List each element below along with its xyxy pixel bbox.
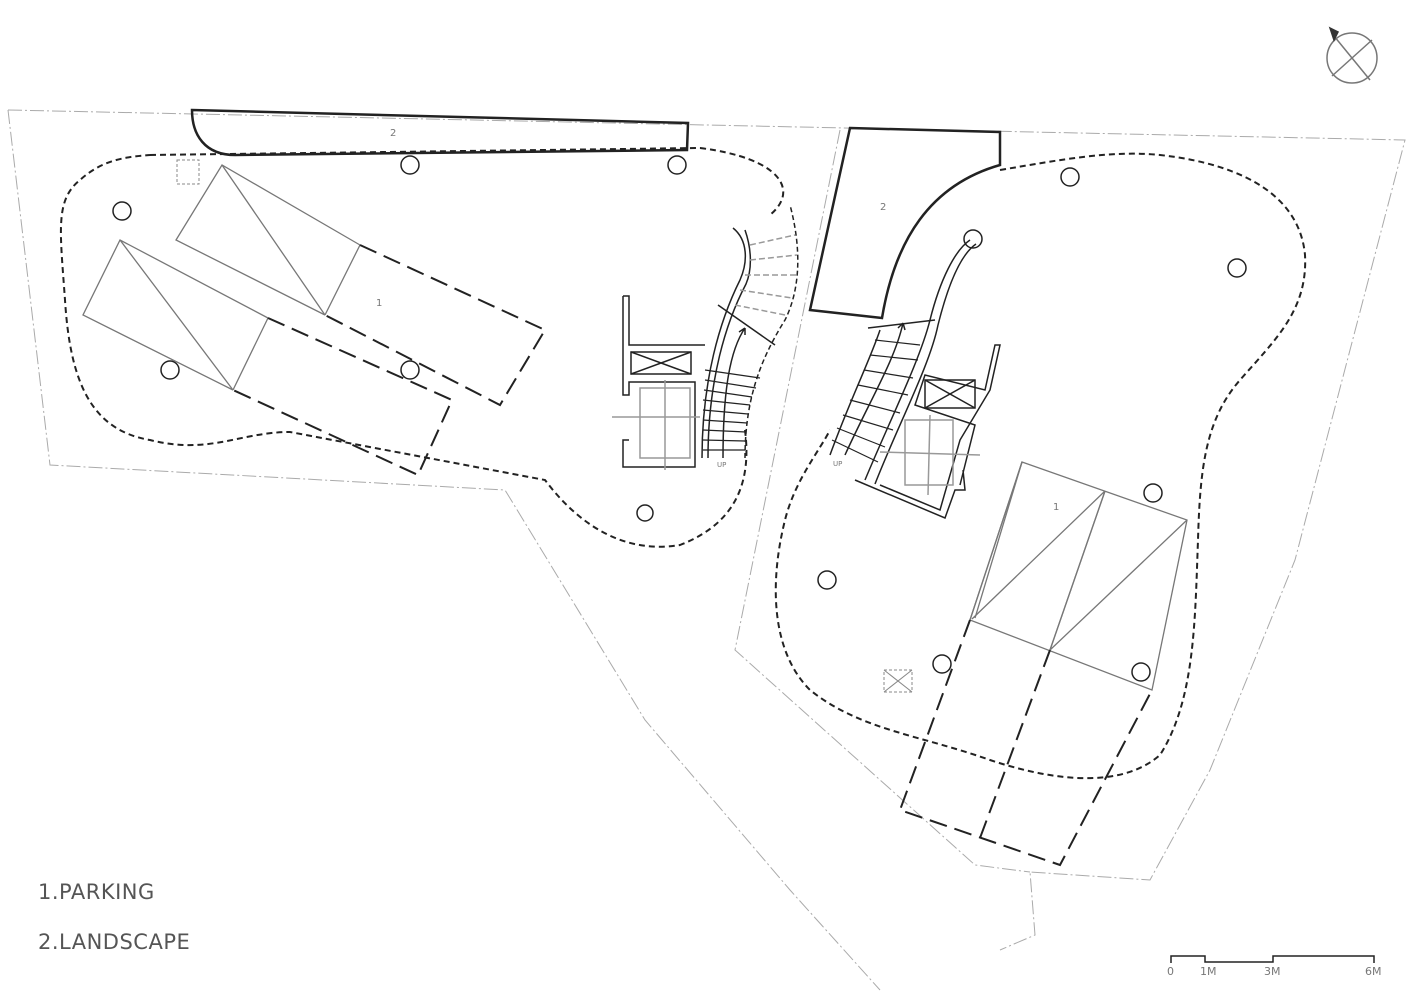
stair-up-label: UP	[717, 461, 726, 469]
compass-north-arrow-icon	[1326, 26, 1378, 84]
landscape-area-left: 2	[190, 108, 690, 157]
building-outline-left	[59, 146, 785, 548]
scale-label-0: 0	[1167, 965, 1174, 978]
site-boundary	[7, 109, 1406, 991]
scale-label-6m: 6M	[1365, 965, 1382, 978]
scale-label-1m: 1M	[1200, 965, 1217, 978]
stair-up-label: UP	[833, 460, 842, 468]
stair-core-right: UP	[829, 239, 1001, 519]
parking-area-left: 1	[82, 164, 547, 477]
area-label-parking: 1	[376, 298, 382, 309]
landscape-area-right: 2	[808, 126, 1002, 320]
skylight	[176, 159, 200, 185]
area-label-landscape: 2	[880, 202, 886, 213]
scale-label-3m: 3M	[1264, 965, 1281, 978]
area-label-landscape: 2	[390, 128, 396, 139]
legend-item-landscape: 2.LANDSCAPE	[38, 930, 191, 954]
columns	[112, 155, 1247, 682]
parking-area-right: 1	[898, 461, 1188, 867]
stair-core-left: UP	[612, 204, 799, 470]
area-label-parking: 1	[1053, 502, 1059, 513]
shaft-marker	[883, 669, 913, 693]
building-outline-right	[774, 152, 1307, 780]
legend-item-parking: 1.PARKING	[38, 880, 155, 904]
scale-bar	[1170, 955, 1375, 963]
